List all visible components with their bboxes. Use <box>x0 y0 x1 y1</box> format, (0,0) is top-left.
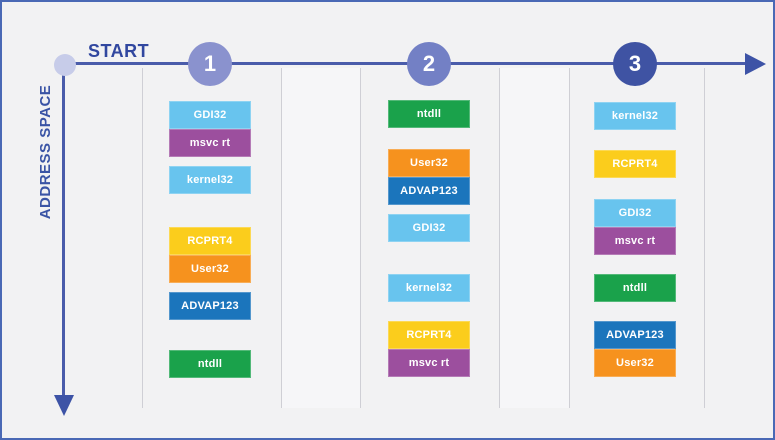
module-block: msvc rt <box>169 129 251 157</box>
module-block: ntdll <box>169 350 251 378</box>
module-block: RCPRT4 <box>594 150 676 178</box>
module-block: RCPRT4 <box>388 321 470 349</box>
module-block: ntdll <box>594 274 676 302</box>
module-block: GDI32 <box>169 101 251 129</box>
module-block: User32 <box>169 255 251 283</box>
module-block: User32 <box>388 149 470 177</box>
address-space-arrow-icon <box>54 395 74 416</box>
module-block: ADVAP123 <box>388 177 470 205</box>
milestone-circle-3: 3 <box>613 42 657 86</box>
module-block: GDI32 <box>594 199 676 227</box>
lane-gap <box>280 68 360 408</box>
module-block: kernel32 <box>169 166 251 194</box>
start-label: START <box>88 41 150 61</box>
address-space-axis-line <box>62 65 65 395</box>
address-space-label: ADDRESS SPACE <box>37 84 54 220</box>
module-block: ADVAP123 <box>594 321 676 349</box>
lane-gap <box>498 68 569 408</box>
timeline-axis-line <box>65 62 746 65</box>
module-block: RCPRT4 <box>169 227 251 255</box>
module-block: msvc rt <box>388 349 470 377</box>
module-block: kernel32 <box>594 102 676 130</box>
module-block: GDI32 <box>388 214 470 242</box>
timeline-arrow-icon <box>745 53 766 75</box>
module-block: ntdll <box>388 100 470 128</box>
module-block: msvc rt <box>594 227 676 255</box>
module-block: kernel32 <box>388 274 470 302</box>
origin-dot <box>54 54 76 76</box>
module-block: User32 <box>594 349 676 377</box>
milestone-circle-2: 2 <box>407 42 451 86</box>
module-block: ADVAP123 <box>169 292 251 320</box>
milestone-circle-1: 1 <box>188 42 232 86</box>
